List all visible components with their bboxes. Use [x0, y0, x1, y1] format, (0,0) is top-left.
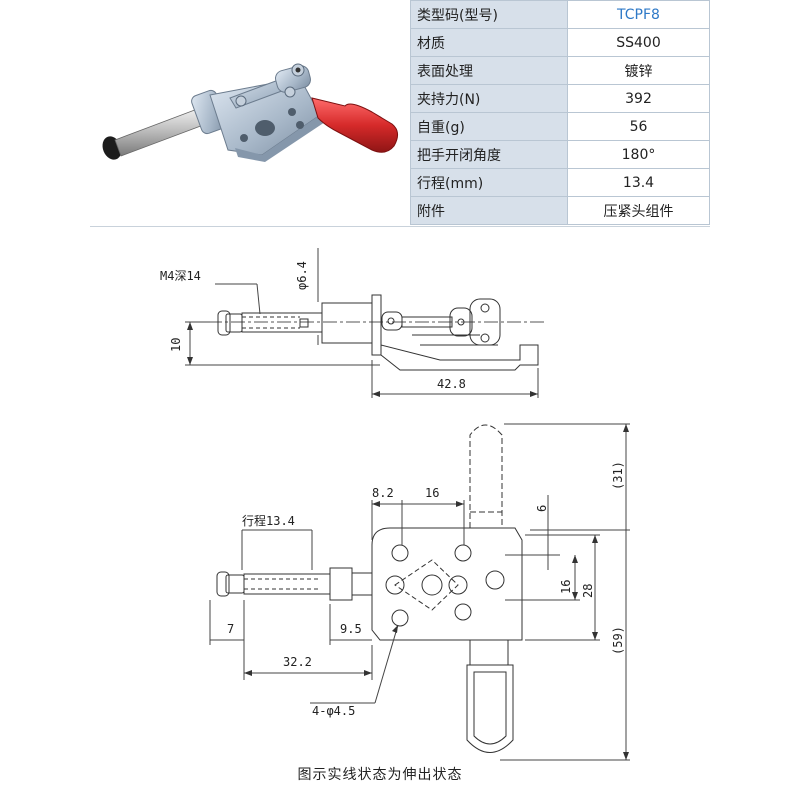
spec-row-finish: 表面处理 镀锌: [410, 56, 710, 85]
thread-label: M4深14: [160, 269, 201, 283]
spec-key: 行程(mm): [410, 168, 568, 197]
spec-table: 类型码(型号) TCPF8 材质 SS400 表面处理 镀锌 夹持力(N) 39…: [410, 0, 710, 225]
spec-value: 56: [567, 112, 710, 141]
drawing-caption: 图示实线状态为伸出状态: [297, 767, 463, 783]
spec-row-accessory: 附件 压紧头组件: [410, 196, 710, 225]
clamp-links: [229, 63, 311, 109]
dim-6: 6: [535, 505, 549, 512]
spec-key: 把手开闭角度: [410, 140, 568, 169]
dim-59: (59): [611, 626, 625, 655]
spec-row-force: 夹持力(N) 392: [410, 84, 710, 113]
spec-value: 392: [567, 84, 710, 113]
spec-key: 表面处理: [410, 56, 568, 85]
spec-key: 类型码(型号): [410, 0, 568, 29]
spec-row-material: 材质 SS400: [410, 28, 710, 57]
spec-value: 压紧头组件: [567, 196, 710, 225]
spec-row-model: 类型码(型号) TCPF8: [410, 0, 710, 29]
spec-row-stroke: 行程(mm) 13.4: [410, 168, 710, 197]
product-photo: [102, 63, 398, 162]
holes-label: 4-φ4.5: [312, 704, 355, 718]
dimension-arrows: [187, 322, 629, 760]
dim-7: 7: [227, 622, 234, 636]
spec-value: TCPF8: [567, 0, 710, 29]
spec-value: SS400: [567, 28, 710, 57]
dim-28: 28: [581, 584, 595, 598]
side-view: [185, 294, 545, 371]
spec-key: 夹持力(N): [410, 84, 568, 113]
spec-row-angle: 把手开闭角度 180°: [410, 140, 710, 169]
spec-value: 镀锌: [567, 56, 710, 85]
plunger-rod: [114, 107, 207, 157]
dim-16-top: 16: [425, 486, 439, 500]
spec-value: 13.4: [567, 168, 710, 197]
spec-key: 材质: [410, 28, 568, 57]
dia-label: φ6.4: [295, 261, 309, 290]
spec-value: 180°: [567, 140, 710, 169]
height-label: 10: [169, 338, 183, 352]
side-dimensions: [185, 248, 539, 398]
stroke-label: 行程13.4: [242, 513, 295, 528]
length-label: 42.8: [437, 377, 466, 391]
section-divider: [90, 226, 710, 227]
dim-31: (31): [611, 461, 625, 490]
spec-key: 自重(g): [410, 112, 568, 141]
dim-8-2: 8.2: [372, 486, 394, 500]
top-view: [216, 424, 523, 753]
dim-9-5: 9.5: [340, 622, 362, 636]
dim-32-2: 32.2: [283, 655, 312, 669]
spec-row-weight: 自重(g) 56: [410, 112, 710, 141]
spec-key: 附件: [410, 196, 568, 225]
dim-16-right: 16: [559, 580, 573, 594]
handle-grip: [311, 97, 398, 153]
technical-drawing: M4深14 φ6.4 10 42.8 行程13.4 7 9.5 32.2 4-φ…: [160, 248, 630, 761]
